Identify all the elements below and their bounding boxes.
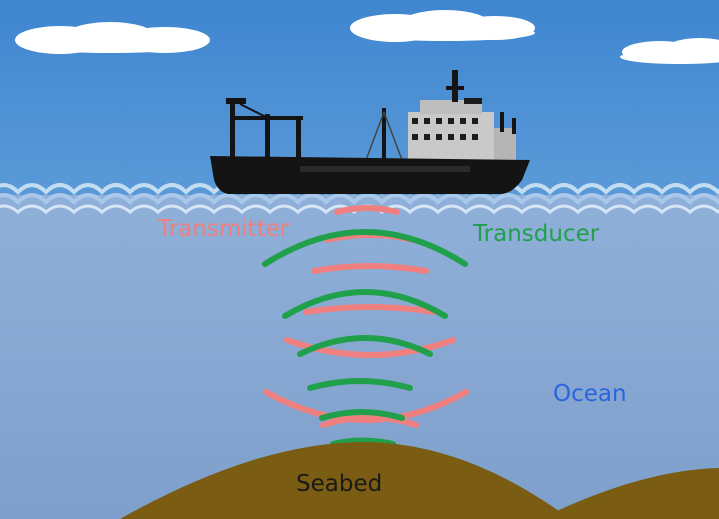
transmitter-label: Transmitter [158, 216, 290, 242]
cloud-icon [620, 38, 719, 64]
transducer-waves [262, 229, 468, 447]
ocean-label: Ocean [553, 381, 627, 407]
seabed-far [540, 468, 719, 519]
cloud-icon [350, 10, 535, 42]
seabed [120, 441, 570, 519]
transmitter-waves [263, 205, 469, 428]
seabed-label: Seabed [296, 471, 383, 497]
cloud-icon [15, 22, 210, 54]
ship-icon [210, 70, 530, 194]
transducer-label: Transducer [473, 221, 600, 247]
